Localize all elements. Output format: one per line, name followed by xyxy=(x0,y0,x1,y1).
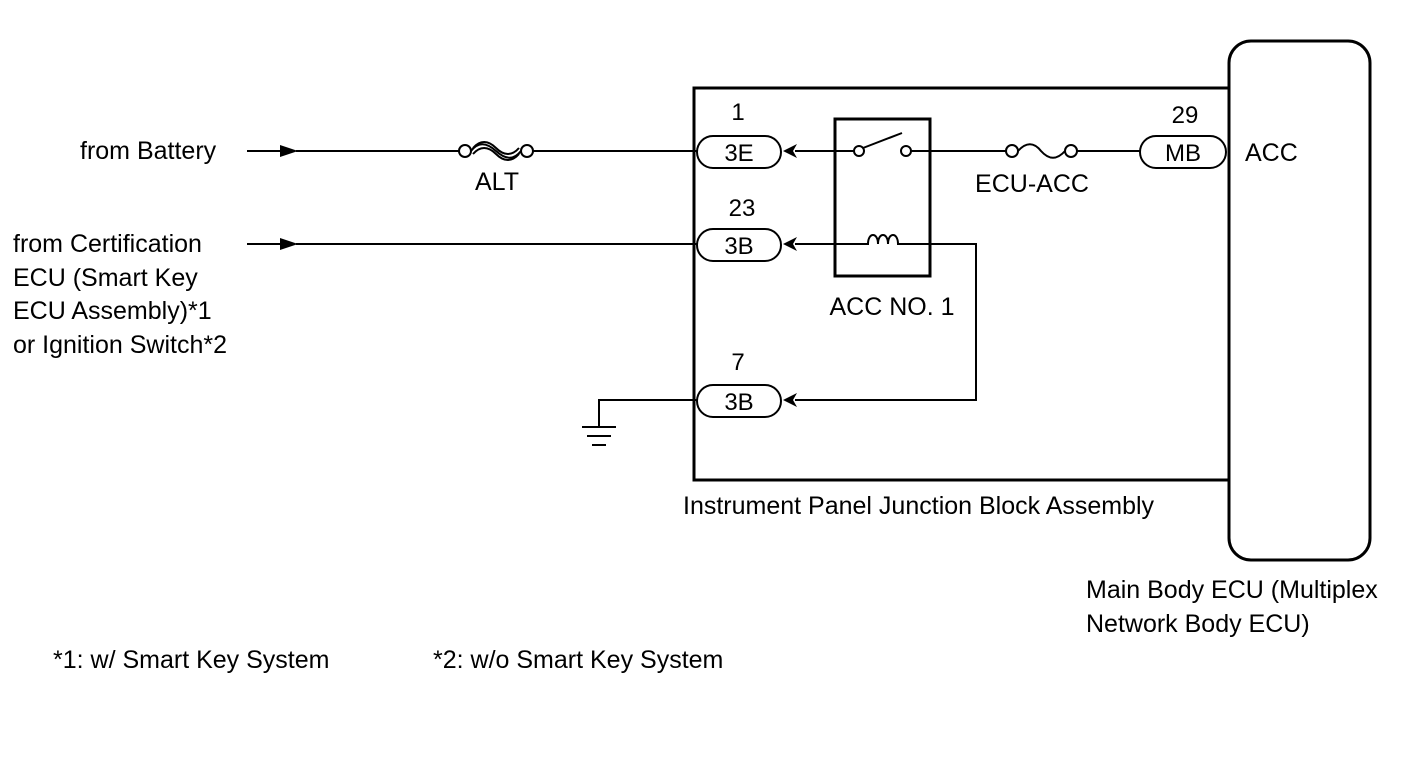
battery-arrow-icon xyxy=(280,145,298,157)
connector-7-pin: 7 xyxy=(731,349,744,376)
connector-mb-code: MB xyxy=(1165,140,1201,167)
certification-arrow-icon xyxy=(280,238,298,250)
junction-block-outline xyxy=(692,86,1230,482)
relay-coil-icon xyxy=(858,234,906,245)
ground-icon xyxy=(582,426,616,446)
from-battery-label: from Battery xyxy=(80,137,217,165)
relay-switch-icon xyxy=(853,132,912,157)
connector-3e-terminal-icon xyxy=(783,144,797,158)
ground-wire xyxy=(598,399,697,427)
main-body-ecu-block xyxy=(1227,39,1372,562)
connector-3e-code: 3E xyxy=(724,140,753,167)
connector-29-pin: 29 xyxy=(1172,102,1199,129)
connector-mb xyxy=(1139,135,1227,169)
acc-no1-label: ACC NO. 1 xyxy=(829,293,954,321)
connector-1-pin: 1 xyxy=(731,99,744,126)
acc-no1-relay xyxy=(833,117,932,278)
alt-fuse-icon xyxy=(458,141,534,161)
ecu-acc-fuse-icon xyxy=(1005,143,1078,159)
acc-terminal-label: ACC xyxy=(1245,139,1298,167)
connector-3b-top-terminal-icon xyxy=(783,237,797,251)
certification-source-label: from Certification ECU (Smart Key ECU As… xyxy=(13,230,227,359)
connector-3b-top xyxy=(696,228,782,262)
connector-3b-bottom-code: 3B xyxy=(724,389,753,416)
connector-3b-bottom-terminal-icon xyxy=(783,393,797,407)
connector-3e xyxy=(696,135,782,169)
coil-return-wire xyxy=(795,243,977,401)
alt-fuse-label: ALT xyxy=(475,168,519,196)
footnote-2: *2: w/o Smart Key System xyxy=(433,646,723,674)
ecu-acc-fuse-label: ECU-ACC xyxy=(975,170,1089,198)
main-body-ecu-label: Main Body ECU (Multiplex Network Body EC… xyxy=(1086,576,1385,638)
connector-23-pin: 23 xyxy=(729,195,756,222)
footnote-1: *1: w/ Smart Key System xyxy=(53,646,329,674)
connector-3b-top-code: 3B xyxy=(724,233,753,260)
junction-block-label: Instrument Panel Junction Block Assembly xyxy=(683,492,1155,520)
